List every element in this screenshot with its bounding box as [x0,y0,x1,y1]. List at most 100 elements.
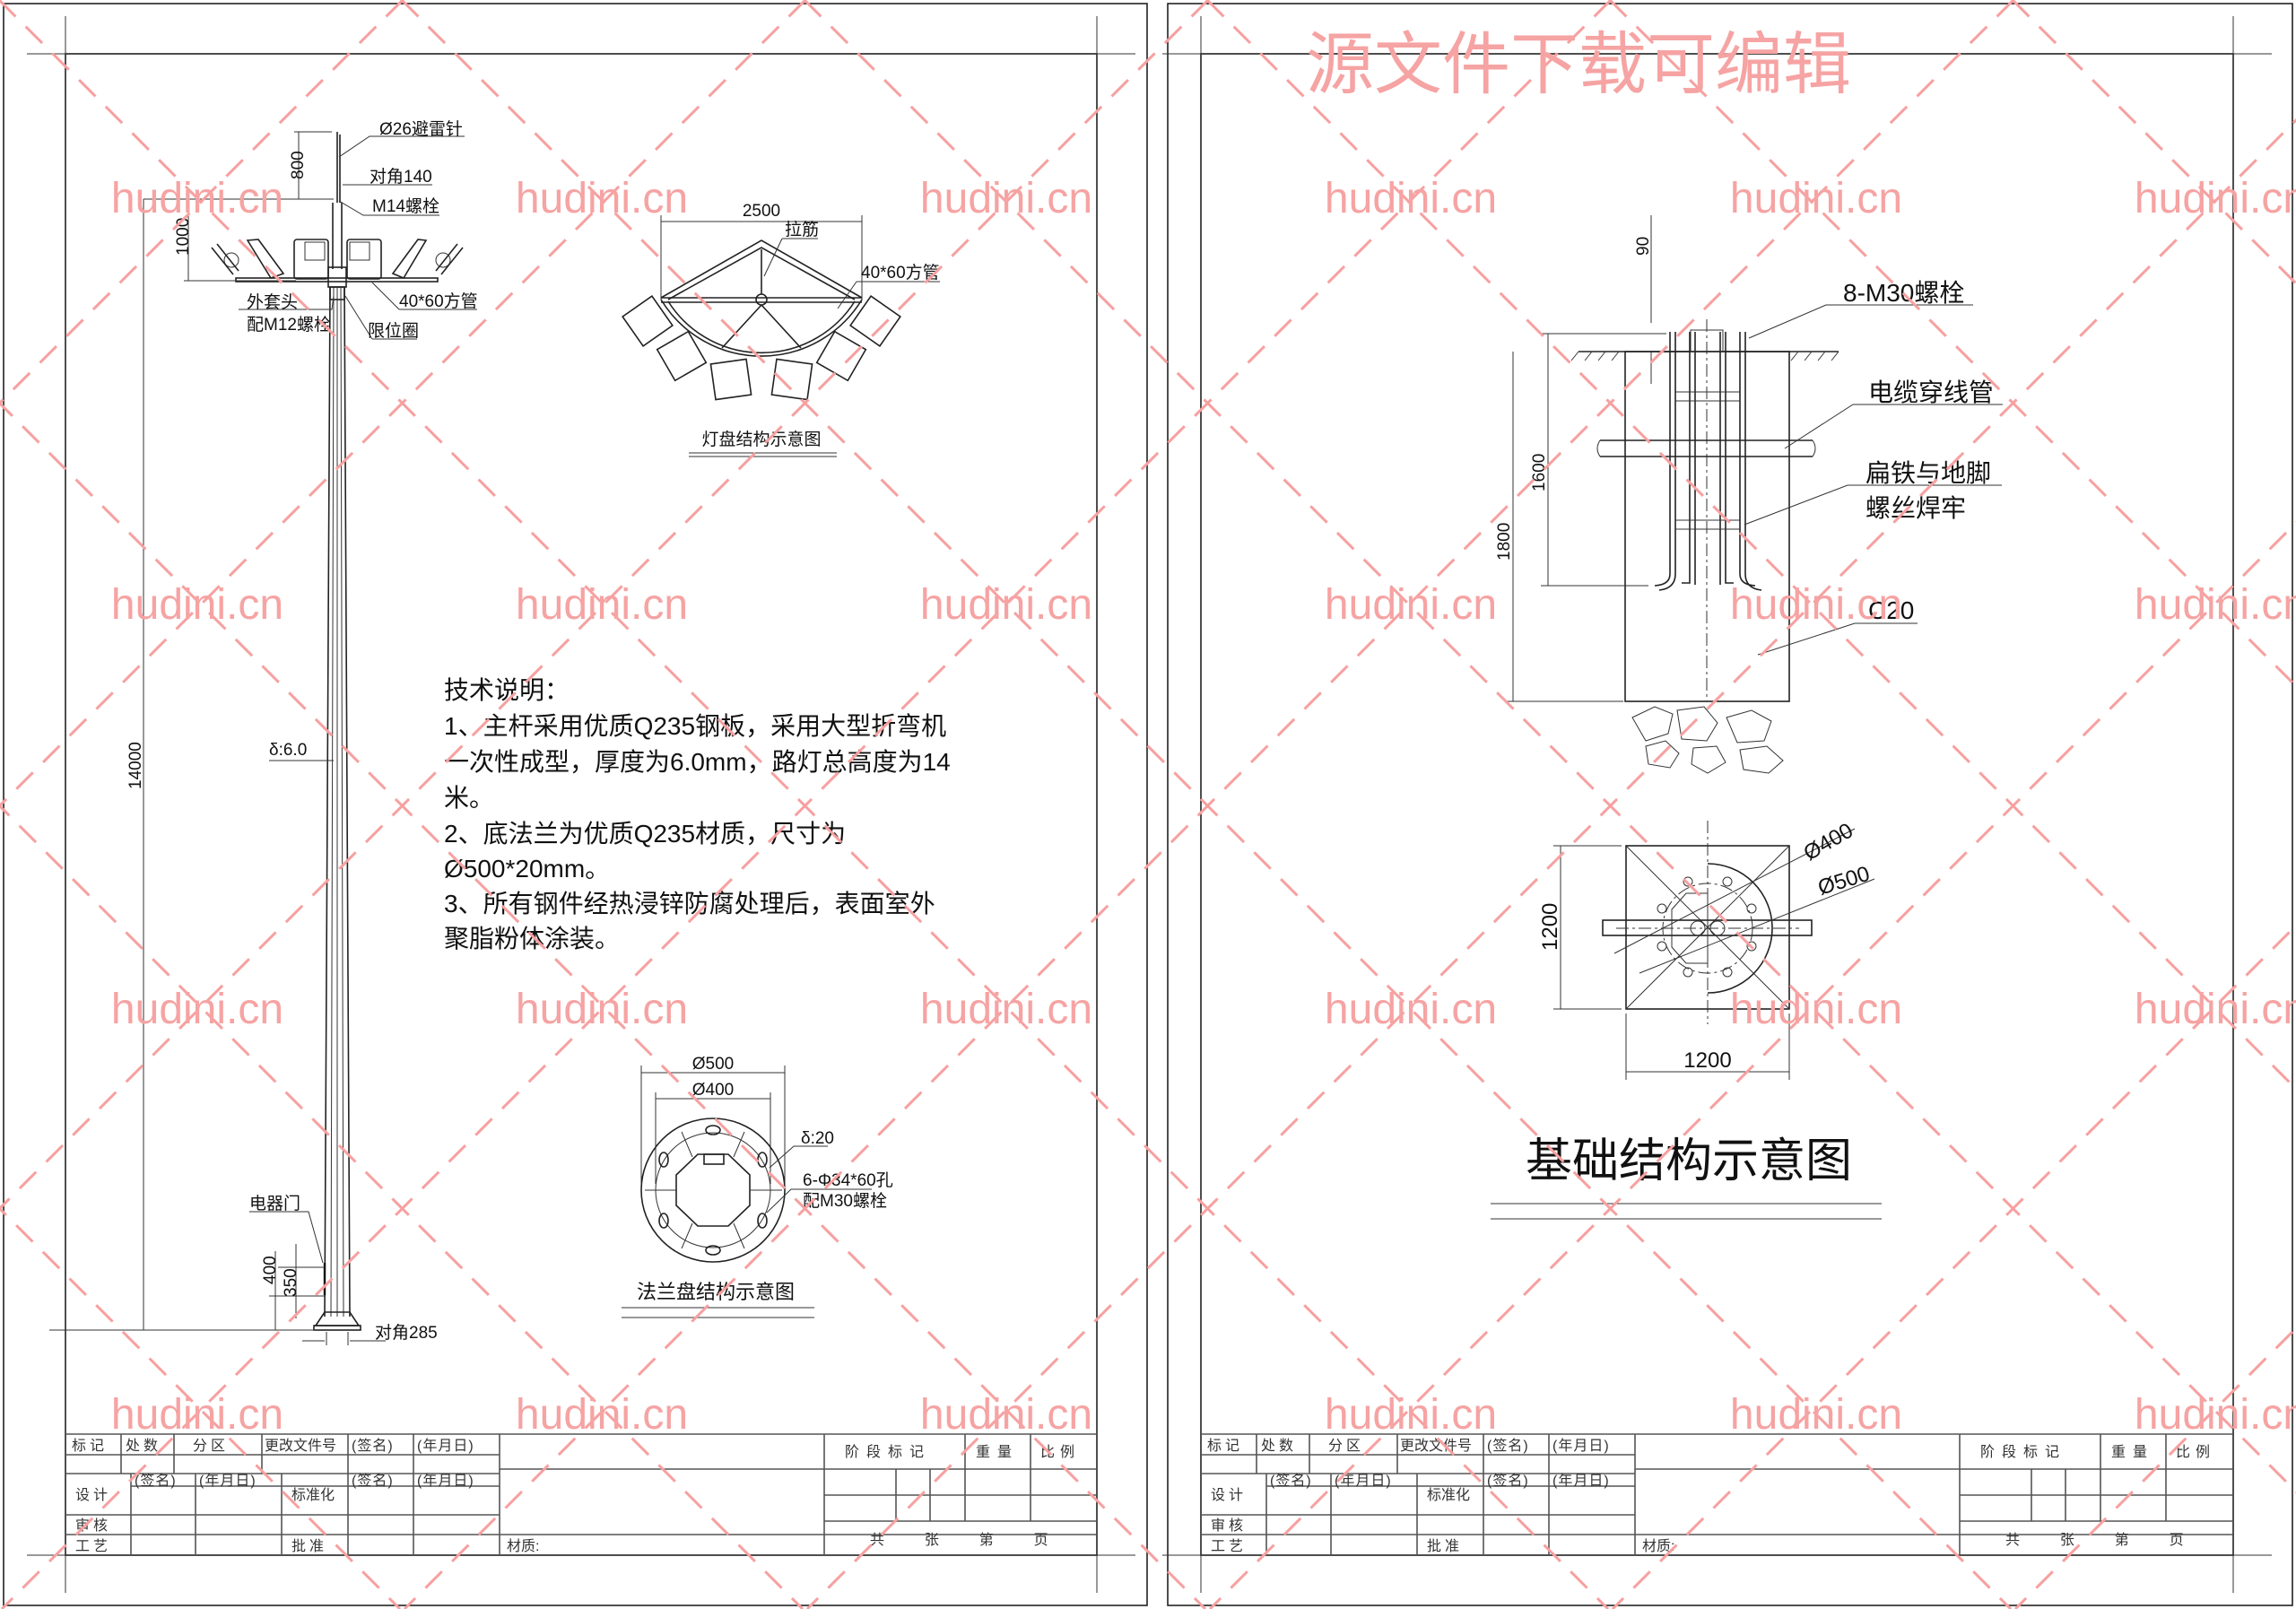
watermark-text: hudini.cn [1730,175,1902,222]
notes-line: 一次性成型，厚度为6.0mm，路灯总高度为14 [444,748,951,776]
watermark-dash-line [0,0,1210,1211]
tb-approve: 批准 [1427,1538,1463,1554]
watermark-text: hudini.cn [1325,1391,1497,1439]
tb-zone: 分区 [193,1438,229,1454]
tb-mark: 标记 [72,1438,108,1454]
anchor-bolt-icon [1654,332,1762,591]
notes-line: 3、所有钢件经热浸锌防腐处理后，表面室外 [444,890,935,918]
watermark-text: hudini.cn [2135,986,2296,1033]
tb-sheets: 共 张 第 页 [870,1532,1059,1548]
tb-date: (年月日) [1552,1473,1610,1489]
watermark-text: hudini.cn [1325,175,1497,222]
lightning-rod-label: Ø26避雷针 [379,119,463,139]
tb-scale: 比例 [2176,1444,2215,1460]
watermark-text: hudini.cn [2135,581,2296,629]
tb-material: 材质: [507,1538,539,1554]
tb-sign: (签名) [1270,1473,1312,1489]
watermark-text: hudini.cn [516,1391,688,1439]
title-block-left: 标记 处数 分区 更改文件号 (签名) (年月日) 设计 (签名) (年月日) … [65,1433,1097,1555]
watermark-text: hudini.cn [1325,986,1497,1033]
watermark-text: hudini.cn [2135,1391,2296,1439]
notes-line: Ø500*20mm。 [444,855,610,883]
foundation-title: 基础结构示意图 [1526,1135,1852,1187]
lamp-panel-diagram: 2500 拉筋 40*60方管 灯盘结构示意图 [622,202,940,457]
tb-change-doc: 更改文件号 [1400,1438,1472,1454]
watermark-dash-line [2013,1326,2296,1609]
dim-14000: 14000 [126,742,145,789]
pole-elevation: 800 1000 14000 400 350 Ø26避雷针 对角140 M14螺… [49,119,478,1345]
watermark-text: hudini.cn [111,986,283,1033]
flange-dia-400: Ø400 [692,1081,734,1100]
tb-approve: 批准 [291,1538,327,1554]
tb-sign: (签名) [352,1473,394,1489]
tb-sign: (签名) [1487,1473,1529,1489]
notes-heading: 技术说明： [444,676,570,704]
watermark-text: hudini.cn [1325,581,1497,629]
tb-date: (年月日) [199,1473,257,1489]
tb-date: (年月日) [417,1438,474,1454]
watermark-text: hudini.cn [111,175,283,222]
sheet-left-frame [3,3,1148,1606]
watermark-text: hudini.cn [920,986,1092,1033]
watermark-dash-line [0,804,804,1609]
watermark-text: hudini.cn [920,1391,1092,1439]
watermark-text: hudini.cn [516,581,688,629]
tb-change-doc: 更改文件号 [265,1438,336,1454]
concrete-grade-label: C20 [1868,596,1914,624]
diag-285-label: 对角285 [375,1323,438,1343]
watermark-text: hudini.cn [1730,581,1902,629]
watermark-dash-line [400,0,2013,1609]
tb-date: (年月日) [417,1473,474,1489]
dim-2500: 2500 [743,202,780,221]
door-label: 电器门 [249,1194,300,1213]
limit-ring-label: 限位圈 [368,321,419,341]
dim-1000: 1000 [174,218,193,256]
dim-400: 400 [261,1256,280,1284]
tb-standardize: 标准化 [1427,1487,1470,1503]
notes-line: 聚脂粉体涂装。 [444,925,620,952]
watermark-dash-line [1205,0,2296,1092]
watermark-text: hudini.cn [111,1391,283,1439]
bolt-m12-label: 配M12螺栓 [247,315,331,335]
tb-sign: (签名) [1487,1438,1529,1454]
tie-rod-label: 拉筋 [785,220,819,239]
watermark-dash-line [0,1206,402,1609]
panel-square-tube-label: 40*60方管 [861,263,940,283]
tb-stage-mark: 阶段标记 [845,1444,931,1460]
weld-label-line1: 扁铁与地脚 [1866,459,1991,487]
tb-count: 处数 [1261,1438,1297,1454]
tb-design: 设计 [1211,1487,1247,1503]
watermark-banner: 源文件下载可编辑 [1306,27,1851,103]
watermark-dash-line [0,401,1207,1609]
flange-title: 法兰盘结构示意图 [637,1281,795,1303]
floodlight-icon [211,239,464,280]
watermark-dash-line [403,0,2015,1609]
square-tube-label: 40*60方管 [399,291,478,311]
dim-800: 800 [289,151,308,179]
watermark-dash-line [803,0,2296,1494]
watermark-dash-line [1208,520,2296,1609]
watermark-dash-line [2011,0,2296,286]
watermark-text: hudini.cn [1730,1391,1902,1439]
tb-weight: 重量 [976,1444,1019,1460]
tb-date: (年月日) [1335,1473,1392,1489]
watermark-dash-line [0,0,807,808]
watermark-text: hudini.cn [2135,175,2296,222]
watermark-dash-line [0,0,404,405]
tb-stage-mark: 阶段标记 [1980,1444,2066,1460]
watermark-dash-line [1611,923,2296,1609]
watermark-dash-line [0,0,1610,1609]
plan-dim-1200-horizontal: 1200 [1683,1048,1731,1073]
flange-holes-label: 6-Φ34*60孔 [803,1170,893,1190]
floodlight-icon [622,295,901,401]
watermark-dash-line [805,117,2296,1609]
bolt-hole-icon [1657,876,1757,978]
tb-sign: (签名) [135,1473,177,1489]
watermark-text: hudini.cn [1730,986,1902,1033]
plan-dim-1200-vertical: 1200 [1538,903,1562,951]
tb-sign: (签名) [352,1438,394,1454]
dim-1600: 1600 [1530,454,1549,491]
notes-line: 2、底法兰为优质Q235材质，尺寸为 [444,820,846,848]
flange-bolts-label: 配M30螺栓 [803,1191,887,1211]
